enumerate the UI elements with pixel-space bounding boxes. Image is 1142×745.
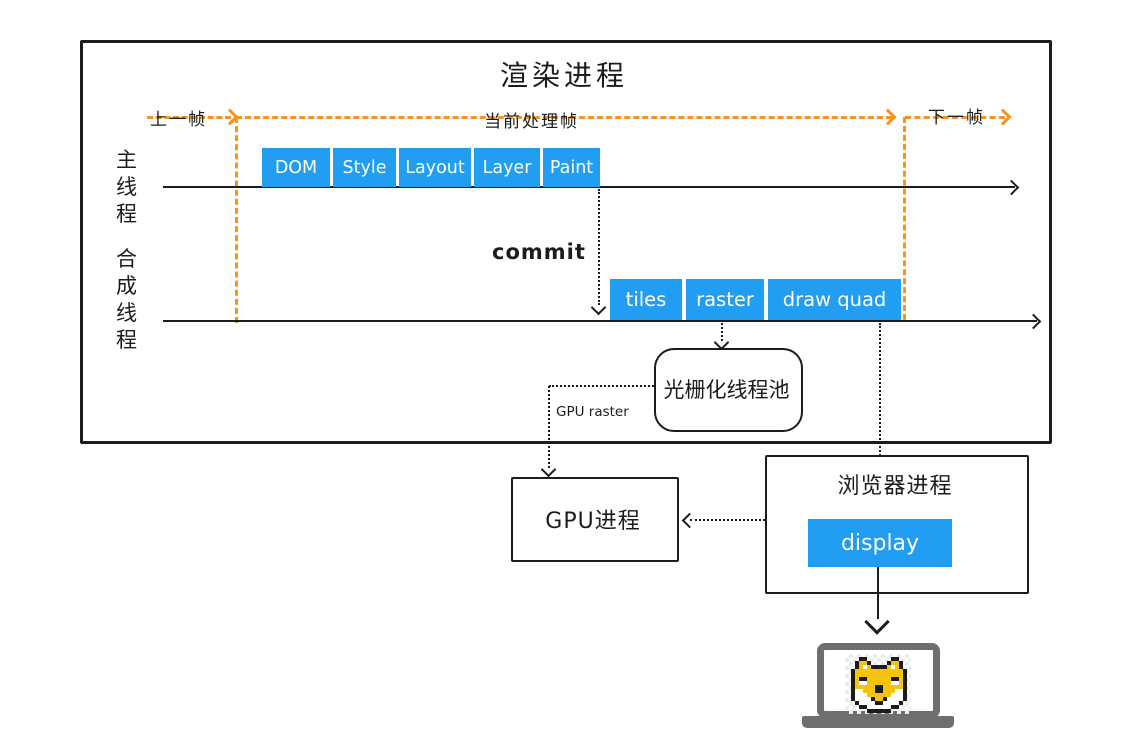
compositor-thread-timeline [163, 320, 1037, 322]
stage-style-label: Style [342, 157, 387, 178]
render-process-title: 渲染进程 [499, 59, 628, 92]
render-process-box [80, 40, 1052, 444]
browser-process-title: 浏览器进程 [837, 474, 953, 499]
stage-paint-label: Paint [549, 157, 594, 178]
previous-frame-label: 上一帧 [150, 110, 207, 130]
stage-style: Style [333, 148, 396, 187]
display-label: display [840, 530, 920, 556]
browser-to-gpu-arrow-line [690, 519, 765, 521]
stage-raster-label: raster [696, 288, 754, 311]
stage-layer-label: Layer [482, 157, 532, 178]
next-frame-dash-line [905, 116, 1005, 119]
raster-pool-box [654, 348, 803, 432]
stage-dom-label: DOM [274, 157, 318, 178]
stage-raster: raster [686, 279, 764, 320]
stage-layer: Layer [474, 148, 540, 187]
next-frame-label: 下一帧 [928, 108, 985, 128]
doge-icon [851, 657, 855, 661]
current-frame-label: 当前处理帧 [484, 112, 579, 132]
stage-paint: Paint [543, 148, 600, 187]
commit-arrow-line [598, 189, 600, 305]
gpu-raster-label: GPU raster [556, 404, 629, 420]
stage-tiles-label: tiles [625, 288, 667, 311]
commit-label: commit [492, 240, 586, 264]
stage-tiles: tiles [610, 279, 682, 320]
transparency-checker-background [845, 654, 911, 714]
frame-start-divider-line [235, 117, 238, 323]
raster-to-pool-arrow-line [721, 323, 723, 341]
gpu-raster-line-vertical [548, 386, 550, 468]
stage-dom: DOM [262, 148, 330, 187]
frame-end-divider-line [903, 117, 906, 320]
display-box: display [808, 519, 952, 567]
gpu-raster-arrowhead-icon [540, 461, 557, 478]
display-to-screen-arrow-line [877, 567, 879, 619]
previous-frame-dash-line [147, 116, 231, 119]
gpu-process-title: GPU进程 [545, 509, 641, 534]
gpu-process-box [511, 477, 679, 562]
main-thread-label: 主线程 [116, 148, 137, 226]
stage-layout: Layout [399, 148, 471, 187]
main-thread-timeline [163, 186, 1015, 188]
stage-draw-quad: draw quad [768, 279, 901, 320]
stage-layout-label: Layout [405, 157, 465, 178]
raster-pool-label: 光栅化线程池 [663, 378, 790, 402]
display-to-screen-arrowhead-icon [864, 609, 890, 635]
current-frame-dash-line [236, 116, 892, 119]
browser-to-gpu-arrowhead-icon [681, 512, 698, 529]
compositor-thread-label: 合成线程 [116, 247, 137, 352]
stage-draw-quad-label: draw quad [782, 288, 887, 311]
laptop-base-icon [802, 716, 954, 728]
gpu-raster-line-horizontal [549, 385, 654, 387]
drawquad-to-display-arrow-line [879, 323, 881, 504]
